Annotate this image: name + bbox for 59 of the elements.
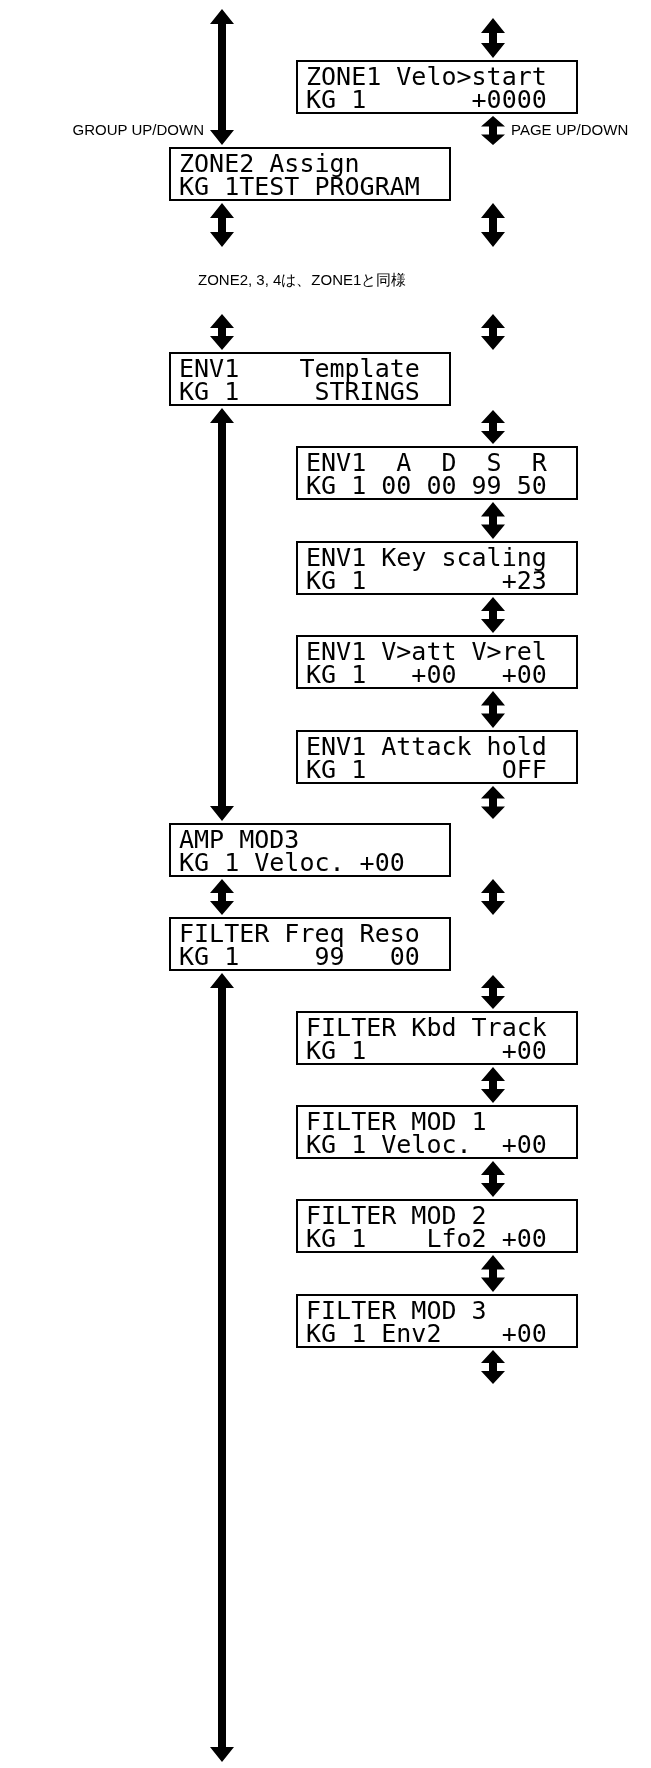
display-text: KG 1 00 00 99 50 [306, 474, 548, 497]
display-text: KG 1 Veloc. +00 [179, 851, 406, 874]
double-arrow [481, 879, 505, 915]
lcd-display-box [169, 147, 451, 201]
double-arrow [481, 203, 505, 247]
display-text: KG 1 OFF [306, 758, 548, 781]
double-arrow [481, 597, 505, 633]
lcd-display-box [296, 446, 578, 500]
display-text: ZONE1 Velo>start [306, 65, 548, 88]
double-arrow [481, 18, 505, 58]
double-arrow [481, 116, 505, 145]
double-arrow [210, 203, 234, 247]
double-arrow [210, 314, 234, 350]
lcd-display-box [296, 60, 578, 114]
double-arrow [481, 314, 505, 350]
display-text: KG 1 +00 +00 [306, 663, 548, 686]
display-text: KG 1 +0000 [306, 88, 548, 111]
double-arrow [210, 408, 234, 821]
display-text: ZONE2 Assign [179, 152, 360, 175]
display-text: KG 1 Veloc. +00 [306, 1133, 548, 1156]
double-arrow [481, 1161, 505, 1197]
lcd-display-box [296, 1294, 578, 1348]
display-text: FILTER MOD 2 [306, 1204, 488, 1227]
display-text: FILTER Kbd Track [306, 1016, 548, 1039]
double-arrow [481, 502, 505, 539]
lcd-display-box [296, 1199, 578, 1253]
double-arrow [481, 410, 505, 444]
double-arrow [481, 691, 505, 728]
lcd-display-box [296, 1011, 578, 1065]
display-text: ENV1 Template [179, 357, 421, 380]
double-arrow [210, 9, 234, 145]
note-text: ZONE2, 3, 4は、ZONE1と同様 [198, 271, 407, 290]
display-text: KG 1 Env2 +00 [306, 1322, 548, 1345]
lcd-display-box [169, 917, 451, 971]
display-text: ENV1 Key scaling [306, 546, 548, 569]
display-text: FILTER MOD 1 [306, 1110, 488, 1133]
lcd-display-box [169, 823, 451, 877]
double-arrow [210, 973, 234, 1762]
display-text: ENV1 Attack hold [306, 735, 548, 758]
double-arrow [481, 786, 505, 819]
display-text: FILTER Freq Reso [179, 922, 421, 945]
edge-label: PAGE UP/DOWN [511, 121, 629, 138]
display-text: ENV1 V>att V>rel [306, 640, 548, 663]
double-arrow [481, 1350, 505, 1384]
lcd-display-box [296, 730, 578, 784]
edge-label: GROUP UP/DOWN [72, 121, 204, 138]
double-arrow [481, 1255, 505, 1292]
display-text: KG 1 +00 [306, 1039, 548, 1062]
lcd-display-box [169, 352, 451, 406]
double-arrow [481, 975, 505, 1009]
display-text: AMP MOD3 [179, 828, 300, 851]
double-arrow [481, 1067, 505, 1103]
display-text: KG 1 Lfo2 +00 [306, 1227, 548, 1250]
display-text: FILTER MOD 3 [306, 1299, 488, 1322]
double-arrow [210, 879, 234, 915]
display-text: ENV1 A D S R [306, 451, 548, 474]
lcd-display-box [296, 541, 578, 595]
lcd-display-box [296, 1105, 578, 1159]
lcd-display-box [296, 635, 578, 689]
